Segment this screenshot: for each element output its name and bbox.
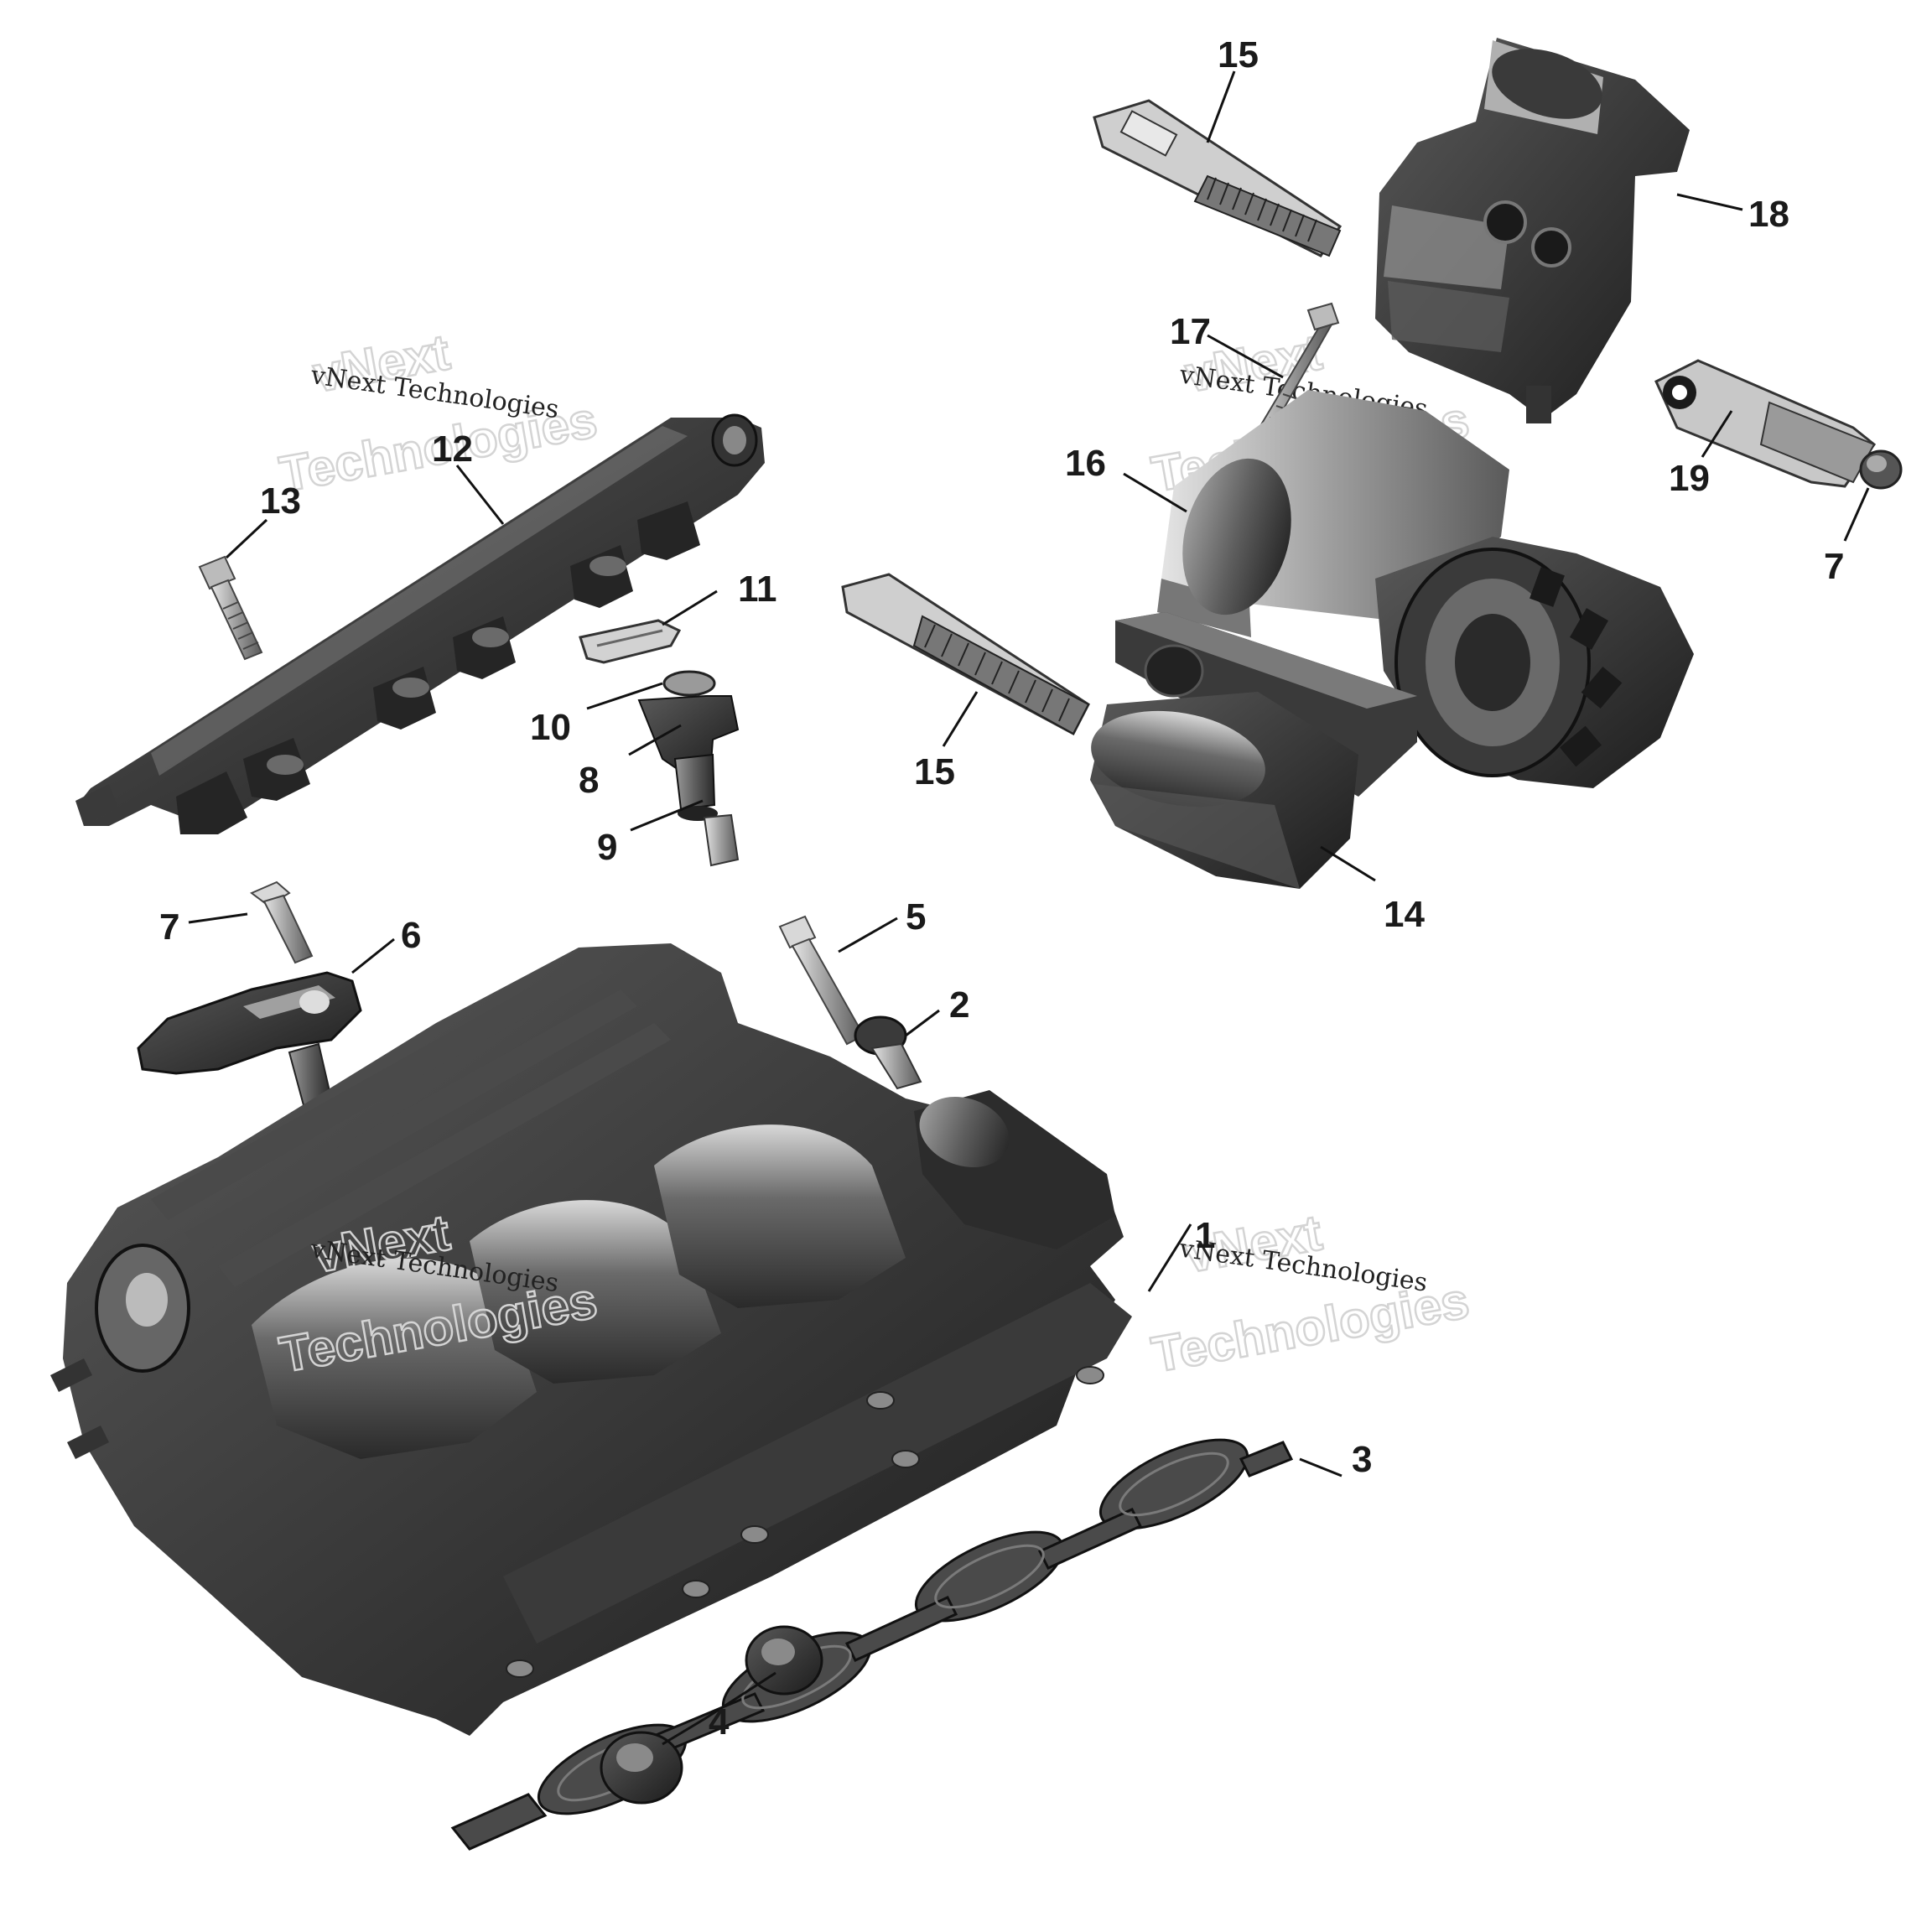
leader-4a — [704, 1671, 776, 1721]
callout-13: 13 — [260, 480, 301, 522]
leader-18 — [1676, 193, 1743, 211]
clamp-lower — [841, 573, 1090, 736]
leader-12 — [455, 465, 505, 525]
leader-15-lower — [942, 691, 979, 747]
air-intake-adaptor — [1375, 38, 1690, 423]
leader-7-left — [188, 912, 248, 924]
manifold-bolt — [778, 915, 865, 1046]
leader-16 — [1123, 472, 1187, 513]
leader-9 — [630, 799, 704, 832]
callout-9: 9 — [597, 827, 617, 868]
fuel-injector — [637, 670, 740, 867]
callout-14: 14 — [1384, 894, 1425, 935]
leader-15-upper — [1206, 70, 1236, 143]
plug-bottom-1 — [745, 1625, 823, 1696]
leader-1 — [1147, 1223, 1192, 1292]
callout-3: 3 — [1352, 1439, 1372, 1480]
callout-18: 18 — [1748, 194, 1789, 235]
leader-3 — [1299, 1457, 1343, 1478]
plug-bottom-2 — [600, 1731, 683, 1805]
callout-12: 12 — [432, 428, 473, 470]
callout-19: 19 — [1669, 458, 1710, 499]
leader-11 — [662, 589, 718, 626]
callouts: 1 2 3 4 5 6 7 7 8 9 10 11 12 13 14 15 15… — [159, 34, 1844, 1742]
leader-lines — [188, 70, 1870, 1746]
leader-10 — [586, 682, 663, 710]
callout-15-lower: 15 — [914, 751, 955, 792]
callout-11: 11 — [738, 569, 777, 610]
callout-5: 5 — [906, 896, 926, 937]
rail-bolt — [198, 555, 263, 661]
callout-4: 4 — [709, 1701, 730, 1742]
callout-10: 10 — [530, 707, 571, 748]
callout-15-upper: 15 — [1218, 34, 1259, 75]
leader-4b — [662, 1717, 705, 1746]
callout-1: 1 — [1195, 1215, 1215, 1256]
callout-7-right: 7 — [1824, 546, 1844, 587]
callout-7-left: 7 — [159, 906, 179, 948]
callout-16: 16 — [1065, 443, 1106, 484]
manifold-sensor — [137, 971, 362, 1107]
intake-manifold — [50, 943, 1132, 1736]
leader-14 — [1320, 845, 1376, 882]
map-sensor — [1654, 359, 1877, 488]
fuel-rail — [75, 413, 765, 834]
clamp-upper — [1093, 99, 1343, 257]
plug-right — [1859, 449, 1903, 490]
callout-6: 6 — [401, 915, 421, 956]
leader-13 — [225, 518, 268, 559]
leader-6 — [351, 937, 395, 974]
callout-2: 2 — [949, 984, 969, 1026]
leader-2 — [905, 1009, 940, 1037]
callout-17: 17 — [1170, 311, 1211, 352]
leader-7-right — [1843, 487, 1870, 542]
sensor-bolt-left — [250, 880, 314, 964]
callout-8: 8 — [579, 760, 599, 801]
injector-clip — [579, 619, 682, 664]
leader-8 — [628, 724, 682, 756]
leader-5 — [838, 917, 898, 953]
throttle-body — [1090, 390, 1694, 889]
leader-19 — [1701, 410, 1733, 458]
leader-17 — [1207, 334, 1284, 379]
